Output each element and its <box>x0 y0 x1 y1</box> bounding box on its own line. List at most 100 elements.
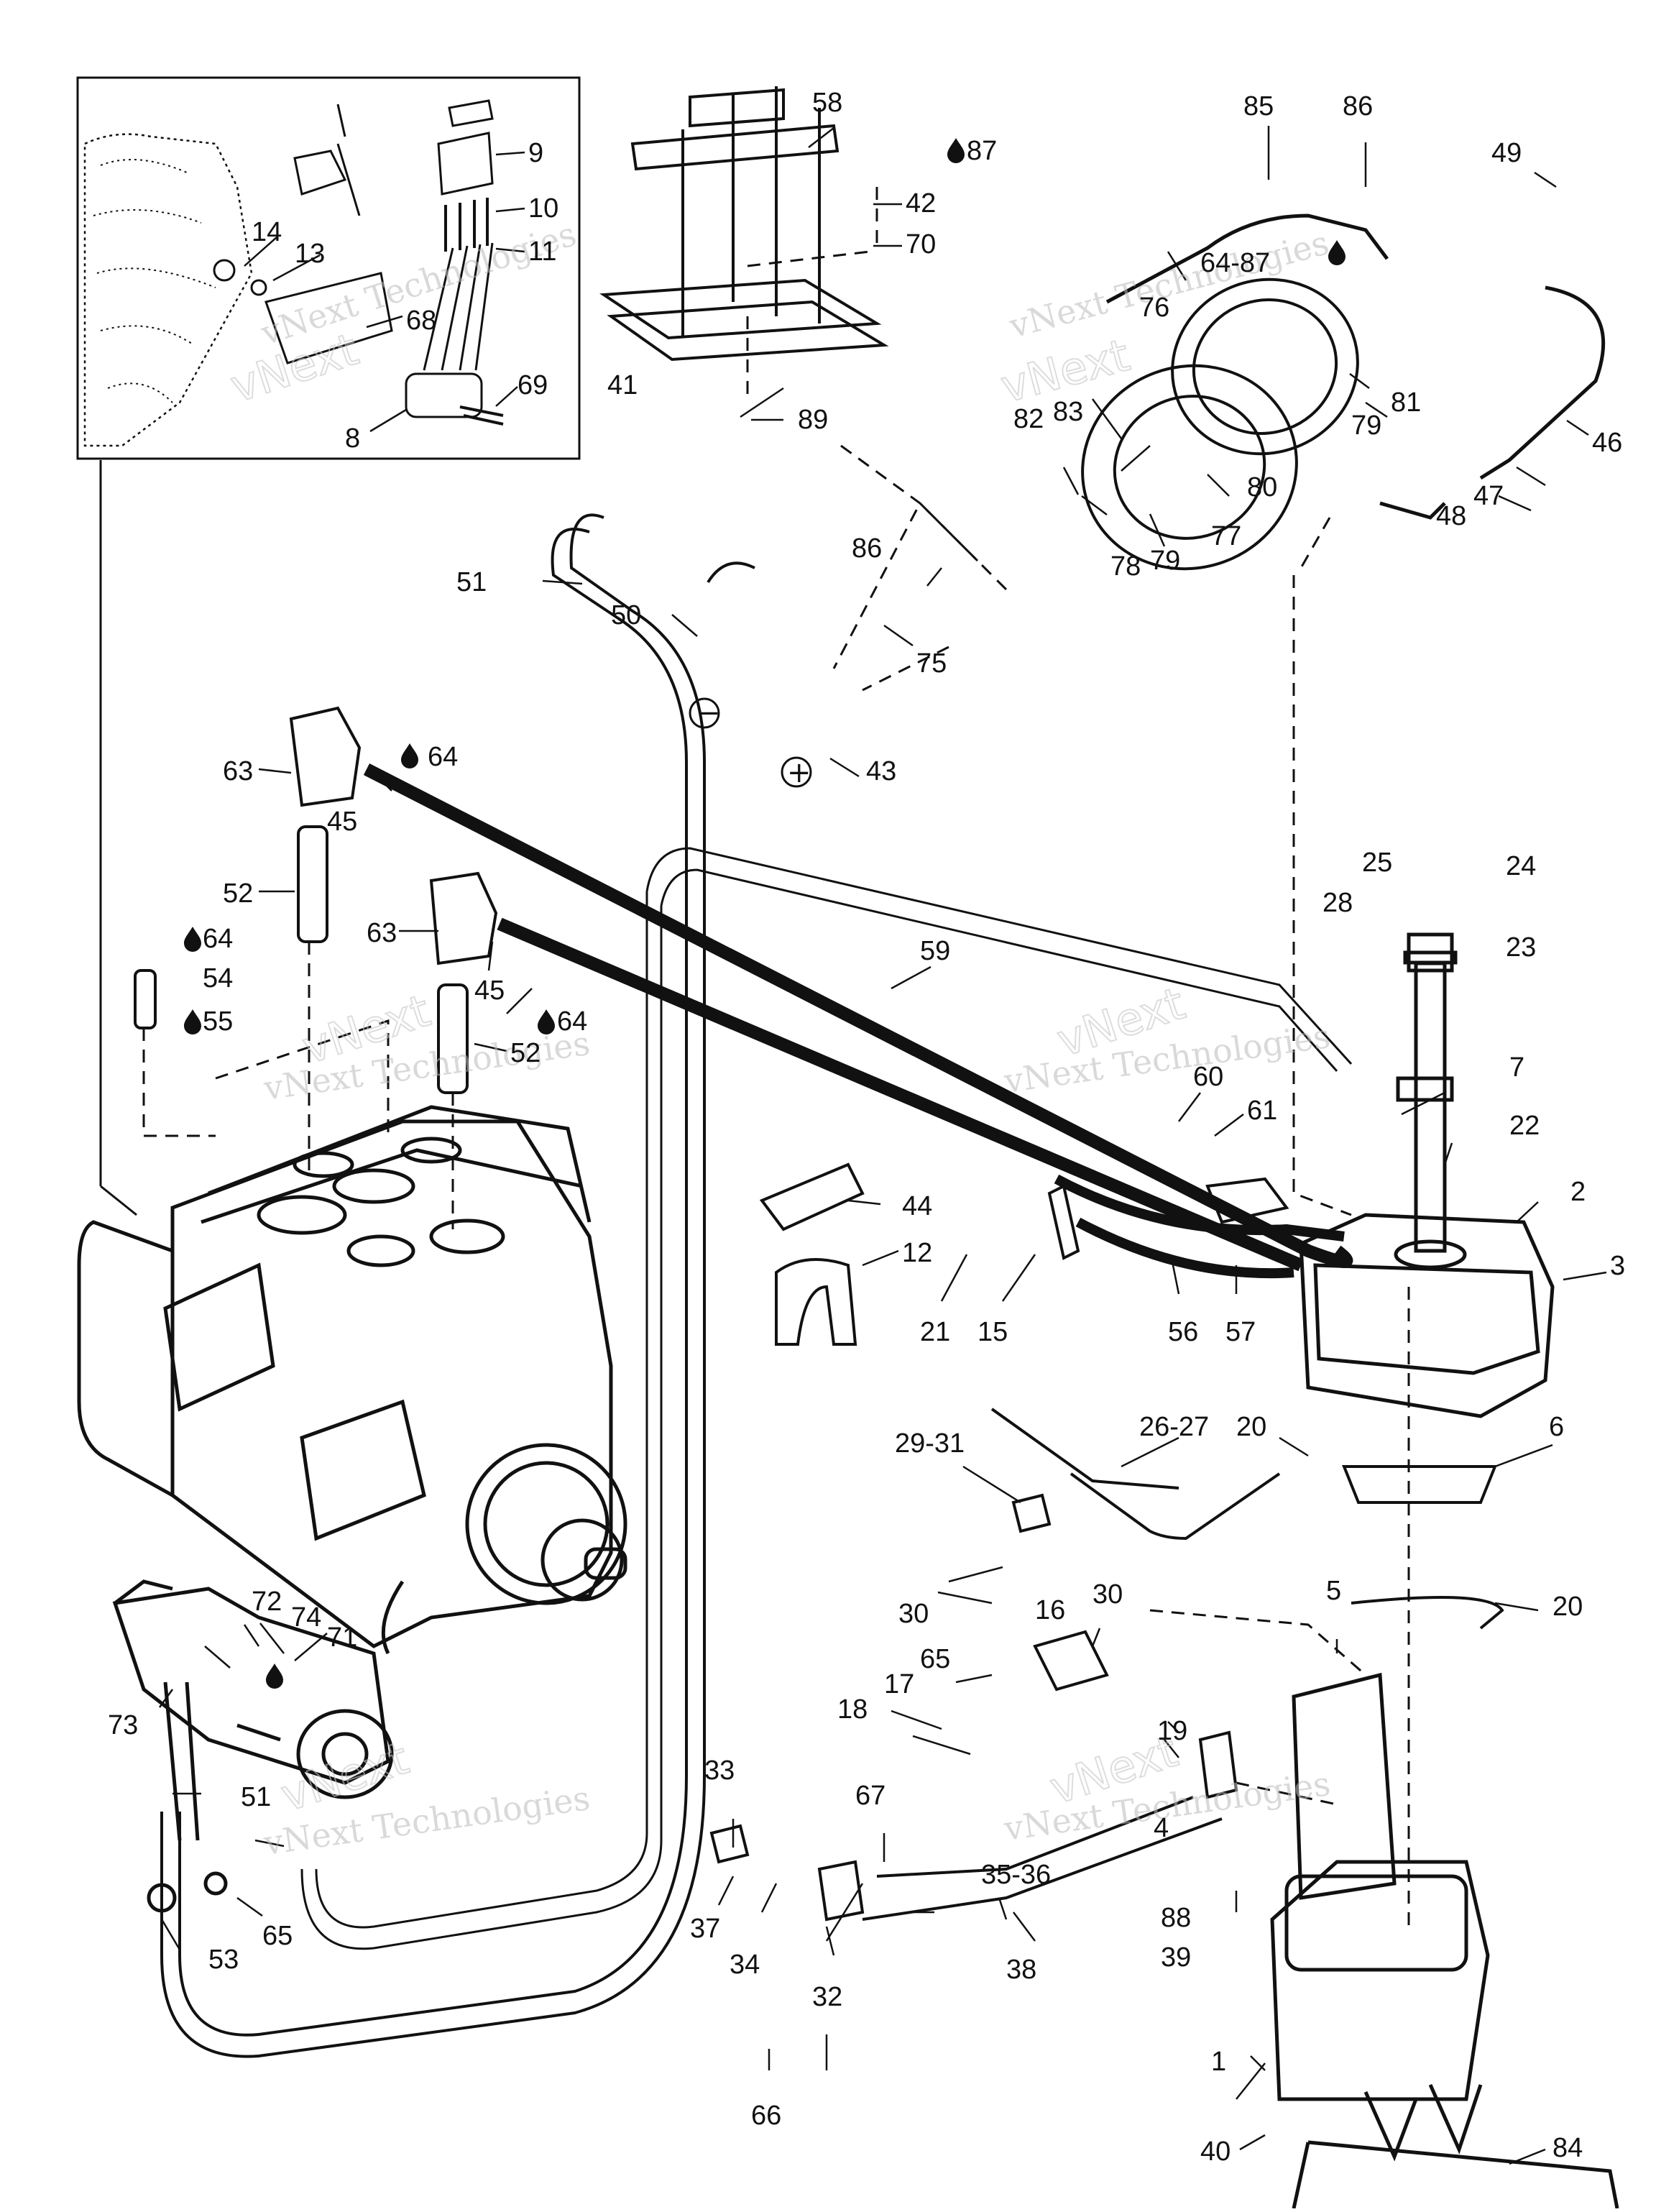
callout-54: 54 <box>203 963 233 993</box>
callout-78: 78 <box>1110 551 1141 582</box>
callout-16: 16 <box>1035 1595 1065 1625</box>
spark-plug-caps <box>134 706 498 1094</box>
callout-70: 70 <box>906 229 936 260</box>
callout-8: 8 <box>345 423 360 454</box>
callout-86b: 86 <box>852 533 882 564</box>
callout-19: 19 <box>1157 1716 1187 1746</box>
callout-77: 77 <box>1211 521 1241 551</box>
callout-6: 6 <box>1549 1412 1564 1442</box>
callout-76: 76 <box>1139 293 1169 323</box>
callout-69: 69 <box>518 370 548 400</box>
callout-65b: 65 <box>262 1921 293 1951</box>
callout-86: 86 <box>1343 91 1373 121</box>
callout-25: 25 <box>1362 848 1392 878</box>
callout-56: 56 <box>1168 1317 1198 1347</box>
callout-44: 44 <box>902 1191 932 1221</box>
callout-35-36: 35-36 <box>981 1860 1051 1890</box>
callout-33: 33 <box>704 1756 735 1786</box>
callout-67: 67 <box>855 1781 886 1811</box>
lubricant-drop-icon <box>947 138 965 163</box>
callout-9: 9 <box>528 138 543 168</box>
callout-3: 3 <box>1610 1251 1625 1281</box>
callout-45b: 45 <box>474 976 505 1006</box>
callout-37: 37 <box>690 1914 720 1944</box>
callout-64a: 64 <box>428 742 458 772</box>
callout-24: 24 <box>1506 851 1536 881</box>
callout-52a: 52 <box>223 878 253 909</box>
callout-13: 13 <box>295 239 325 269</box>
callout-59: 59 <box>920 936 950 966</box>
callout-11: 11 <box>528 237 556 267</box>
battery-cables <box>1105 214 1606 520</box>
callout-57: 57 <box>1225 1317 1256 1347</box>
assembly-dash-lines <box>142 187 1410 1934</box>
callout-64b: 64 <box>203 924 233 954</box>
leader-lines <box>158 126 1607 2165</box>
callout-85: 85 <box>1243 91 1274 121</box>
callout-15: 15 <box>978 1317 1008 1347</box>
negative-symbol: − <box>696 697 721 730</box>
callout-30b: 30 <box>1092 1579 1123 1610</box>
callout-14: 14 <box>252 217 282 247</box>
callout-51: 51 <box>456 567 487 597</box>
callout-58: 58 <box>812 88 842 118</box>
callout-38: 38 <box>1006 1955 1036 1985</box>
cable-59 <box>300 847 1353 1950</box>
callout-83: 83 <box>1053 397 1083 427</box>
callout-72: 72 <box>252 1587 282 1617</box>
callout-23: 23 <box>1506 932 1536 963</box>
callout-29-31: 29-31 <box>895 1428 965 1459</box>
callout-17: 17 <box>884 1669 914 1699</box>
callout-41: 41 <box>607 370 638 400</box>
callout-20a: 20 <box>1236 1412 1266 1442</box>
callout-30a: 30 <box>898 1599 929 1629</box>
callout-63b: 63 <box>367 918 397 948</box>
callout-49: 49 <box>1491 138 1522 168</box>
callout-82: 82 <box>1013 404 1044 434</box>
callout-73: 73 <box>108 1710 138 1740</box>
callout-1: 1 <box>1211 2047 1226 2077</box>
callout-50: 50 <box>611 600 641 630</box>
callout-20b: 20 <box>1552 1592 1583 1622</box>
callout-48: 48 <box>1436 501 1466 531</box>
callout-46: 46 <box>1592 428 1622 458</box>
positive-terminal-icon <box>781 756 812 788</box>
callout-4: 4 <box>1154 1813 1169 1843</box>
callout-79b: 79 <box>1150 546 1180 576</box>
callout-7: 7 <box>1509 1052 1524 1083</box>
callout-68: 68 <box>406 306 436 336</box>
battery-box <box>1270 1672 1619 2209</box>
small-components <box>709 1162 1504 1922</box>
callout-64-87: 64-87 <box>1200 248 1270 278</box>
callout-64c: 64 <box>557 1006 587 1037</box>
callout-66: 66 <box>751 2101 781 2131</box>
callout-84: 84 <box>1552 2133 1583 2163</box>
starter-motor <box>112 1579 394 1913</box>
lubricant-drop-icon <box>1328 240 1346 265</box>
negative-terminal-icon <box>689 697 720 729</box>
callout-88: 88 <box>1161 1903 1191 1933</box>
callout-53: 53 <box>208 1945 239 1975</box>
callout-40: 40 <box>1200 2137 1230 2167</box>
magneto-assembly <box>1081 277 1359 571</box>
callout-10: 10 <box>528 193 558 224</box>
callout-28: 28 <box>1322 888 1353 918</box>
lubricant-drop-icon <box>184 927 201 952</box>
lubricant-drop-icon <box>184 1009 201 1034</box>
engine-block <box>77 1105 627 1655</box>
callout-52b: 52 <box>510 1038 540 1068</box>
callout-39: 39 <box>1161 1942 1191 1973</box>
callout-60: 60 <box>1193 1062 1223 1092</box>
callout-81: 81 <box>1391 387 1421 418</box>
battery-cable-loop <box>160 513 755 2058</box>
callout-22: 22 <box>1509 1111 1540 1141</box>
callout-32: 32 <box>812 1982 842 2012</box>
part-callouts: 14 13 9 10 11 68 69 8 58 87 42 70 41 89 … <box>108 88 1625 2167</box>
callout-18: 18 <box>837 1694 868 1725</box>
callout-42: 42 <box>906 188 936 219</box>
callout-87: 87 <box>967 136 997 166</box>
watermark-text: vNext Technologies <box>1005 223 1333 346</box>
callout-2: 2 <box>1570 1177 1586 1207</box>
tank-bracket <box>599 86 889 362</box>
